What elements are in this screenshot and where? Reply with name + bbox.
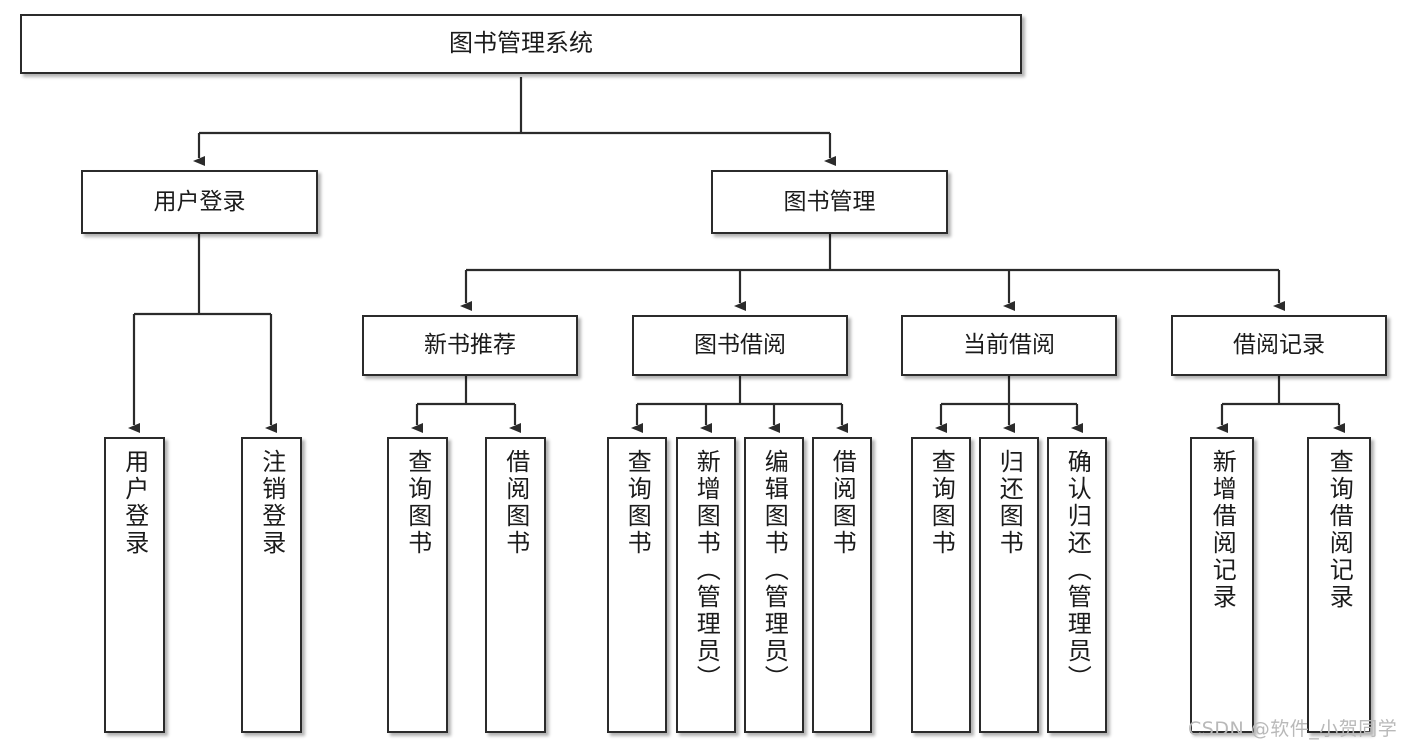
node-label: 查询图书 <box>623 449 652 557</box>
node-new-book-recommend[interactable]: 新书推荐 <box>362 315 578 376</box>
leaf-book-borrow-edit[interactable]: 编辑图书（管理员） <box>744 437 804 733</box>
node-label: 编辑图书（管理员） <box>760 449 789 692</box>
node-label: 用户登录 <box>120 449 149 557</box>
node-label: 图书管理 <box>783 188 876 215</box>
node-label: 图书借阅 <box>694 332 786 359</box>
node-label: 归还图书 <box>995 449 1024 557</box>
node-label: 当前借阅 <box>963 332 1055 359</box>
node-label: 借阅记录 <box>1233 332 1325 359</box>
node-label: 新增借阅记录 <box>1208 449 1237 611</box>
node-label: 借阅图书 <box>501 449 530 557</box>
leaf-new-book-borrow[interactable]: 借阅图书 <box>485 437 546 733</box>
node-borrow-record[interactable]: 借阅记录 <box>1171 315 1387 376</box>
leaf-user-login-logout[interactable]: 注销登录 <box>241 437 302 733</box>
leaf-book-borrow-add[interactable]: 新增图书（管理员） <box>676 437 736 733</box>
node-label: 查询图书 <box>927 449 956 557</box>
node-label: 新增图书（管理员） <box>692 449 721 692</box>
leaf-current-borrow-return[interactable]: 归还图书 <box>979 437 1039 733</box>
node-user-login[interactable]: 用户登录 <box>81 170 318 234</box>
leaf-current-borrow-confirm-return[interactable]: 确认归还（管理员） <box>1047 437 1107 733</box>
leaf-borrow-record-query[interactable]: 查询借阅记录 <box>1307 437 1371 733</box>
node-label: 用户登录 <box>153 188 246 215</box>
node-label: 查询图书 <box>403 449 432 557</box>
leaf-book-borrow-query[interactable]: 查询图书 <box>607 437 667 733</box>
node-current-borrow[interactable]: 当前借阅 <box>901 315 1117 376</box>
node-book-borrow[interactable]: 图书借阅 <box>632 315 848 376</box>
csdn-watermark: CSDN @软件_小贺同学 <box>1188 718 1398 740</box>
node-label: 借阅图书 <box>828 449 857 557</box>
leaf-new-book-query[interactable]: 查询图书 <box>387 437 448 733</box>
node-label: 新书推荐 <box>424 332 516 359</box>
leaf-current-borrow-query[interactable]: 查询图书 <box>911 437 971 733</box>
node-label: 确认归还（管理员） <box>1063 449 1092 692</box>
leaf-user-login-login[interactable]: 用户登录 <box>104 437 165 733</box>
leaf-book-borrow-borrow[interactable]: 借阅图书 <box>812 437 872 733</box>
node-book-management[interactable]: 图书管理 <box>711 170 948 234</box>
node-root-system[interactable]: 图书管理系统 <box>20 14 1022 74</box>
leaf-borrow-record-add[interactable]: 新增借阅记录 <box>1190 437 1254 733</box>
node-label: 图书管理系统 <box>449 29 593 58</box>
node-label: 注销登录 <box>257 449 286 557</box>
node-label: 查询借阅记录 <box>1325 449 1354 611</box>
